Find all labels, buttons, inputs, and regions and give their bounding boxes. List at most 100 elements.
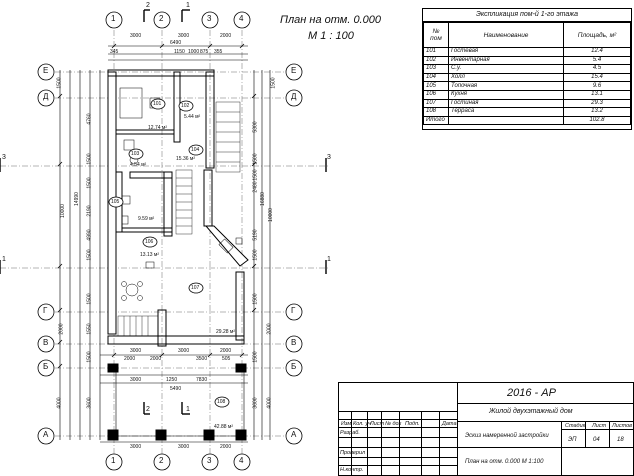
axis-label-bottom: 4 — [239, 456, 244, 465]
plan-scale: М 1 : 100 — [308, 30, 354, 42]
explication-cell-name: Кухня — [448, 89, 564, 100]
section-mark: 3 — [327, 154, 331, 161]
dim-left: 1500 — [86, 249, 93, 261]
sheets-label: Листов — [612, 423, 633, 429]
dim-left: 1500 — [56, 77, 63, 89]
dim-left: 1500 — [86, 351, 93, 363]
room-number: 108 — [217, 399, 226, 405]
explication-cell-no: 108 — [423, 107, 449, 117]
axis-label-top: 3 — [207, 14, 212, 23]
explication-cell-area: 4.5 — [563, 64, 631, 74]
section-mark: 1 — [2, 256, 6, 263]
dim-top: 1000 — [188, 49, 200, 55]
dim-right: 5190 — [252, 229, 259, 241]
col-date: Дата — [442, 421, 457, 427]
sheet-value: 04 — [593, 437, 600, 443]
axis-label-left: Б — [43, 362, 49, 371]
room-area: 12.74 м² — [148, 125, 168, 131]
dim-right: 3600 — [252, 397, 259, 409]
explication-cell-area: 29.3 — [563, 98, 631, 109]
axis-label-left: В — [43, 338, 49, 347]
sheet-label: Лист — [592, 423, 607, 429]
col-izm: Изм — [341, 421, 352, 427]
room-number: 102 — [181, 103, 190, 109]
axis-label-right: А — [291, 430, 297, 439]
explication-caption: Экспликация пом-й 1-го этажа — [423, 9, 631, 22]
explication-cell-area: 13.1 — [563, 89, 631, 100]
axis-label-right: Д — [291, 92, 297, 101]
room-number: 103 — [131, 151, 140, 157]
dim-right: 5300 — [252, 121, 259, 133]
dim-left: 1550 — [86, 323, 93, 335]
explication-cell-name: Топочная — [448, 81, 564, 91]
axis-label-bottom: 3 — [207, 456, 212, 465]
dim-right: 16880 — [259, 192, 266, 206]
axis-label-right: Г — [291, 306, 296, 315]
dim-bottom: 3000 — [130, 444, 142, 450]
dim-left: 1500 — [86, 153, 93, 165]
explication-cell-area: 5.4 — [563, 55, 631, 66]
axis-label-top: 4 — [239, 14, 244, 23]
axis-label-bottom: 2 — [159, 456, 164, 465]
explication-cell-name: Гостевая — [448, 47, 564, 57]
dim-right: 1500 — [270, 77, 277, 89]
explication-cell-name: Терраса — [448, 107, 564, 117]
explication-cell-no: 101 — [423, 47, 449, 57]
room-number: 105 — [111, 199, 120, 205]
dim-left: 1500 — [86, 177, 93, 189]
axis-label-left: Д — [43, 92, 49, 101]
plan-title: План на отм. 0.000 — [280, 14, 381, 26]
dim-right: 1500 — [252, 351, 259, 363]
axis-label-top: 1 — [111, 14, 116, 23]
dim-top: 875 — [200, 49, 209, 55]
explication-cell-area: 9.6 — [563, 81, 631, 91]
role-checker: Проверил — [340, 450, 366, 456]
room-number: 106 — [145, 239, 154, 245]
stage-value: ЭП — [568, 437, 577, 443]
role-norm-control: Н.контр. — [340, 467, 364, 473]
header-name: Наименование — [448, 22, 564, 48]
room-number: 101 — [153, 101, 162, 107]
room-area: 9.59 м² — [138, 216, 155, 222]
sheets-value: 18 — [617, 437, 624, 443]
dim-bottom: 505 — [222, 356, 231, 362]
dim-bottom: 3500 — [196, 356, 208, 362]
axis-label-top: 2 — [159, 14, 164, 23]
dim-bottom: 2000 — [220, 348, 232, 354]
explication-table: Экспликация пом-й 1-го этажа № пом Наиме… — [422, 8, 632, 130]
dim-top: 2000 — [220, 33, 232, 39]
axis-label-left: Г — [43, 306, 48, 315]
dim-overall-top: 6490 — [170, 40, 182, 46]
total-value: 102.8 — [563, 115, 631, 126]
dim-right: 4000 — [266, 397, 273, 409]
dim-left: 4000 — [56, 397, 63, 409]
section-mark: 3 — [2, 154, 6, 161]
dim-left: 10000 — [59, 204, 66, 218]
dim-left: 14990 — [73, 192, 80, 206]
dim-right: 1500 — [252, 249, 259, 261]
dim-left: 4990 — [86, 229, 93, 241]
stage-label: Стадия — [565, 423, 586, 429]
explication-cell-area: 13.2 — [563, 107, 631, 117]
axis-label-right: Е — [291, 66, 297, 75]
room-number: 104 — [191, 147, 200, 153]
axis-label-bottom: 1 — [111, 456, 116, 465]
explication-cell-no: 105 — [423, 81, 449, 91]
stamp-project: Жилой двухэтажный дом — [489, 408, 573, 415]
dim-overall-bottom: 5490 — [170, 386, 182, 392]
section-mark: 2 — [146, 406, 150, 413]
dim-bottom: 2000 — [220, 444, 232, 450]
explication-cell-no: 106 — [423, 89, 449, 100]
dim-bottom: 2000 — [150, 356, 162, 362]
dim-right: 2000 — [266, 323, 273, 335]
axis-label-left: А — [43, 430, 49, 439]
explication-cell-no: 107 — [423, 98, 449, 109]
explication-cell-name: Гостиная — [448, 98, 564, 109]
stamp-drawing: План на отм. 0.000 М 1:100 — [465, 459, 544, 465]
